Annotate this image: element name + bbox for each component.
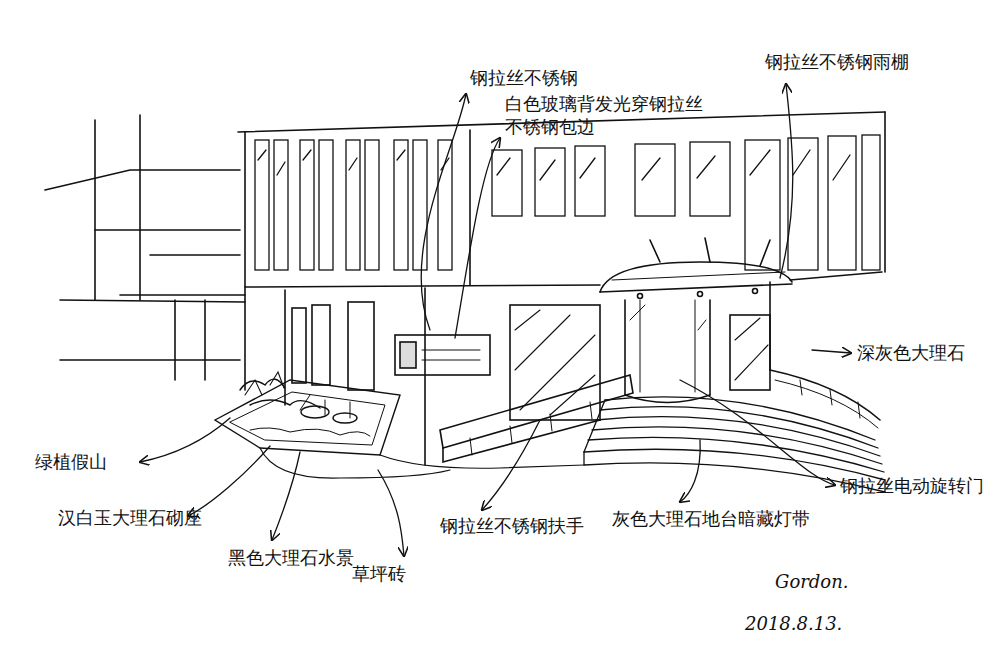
material-note: 钢拉丝不锈钢雨棚: [765, 50, 909, 73]
revolving-door: [625, 300, 710, 403]
material-note: 灰色大理石地台暗藏灯带: [612, 507, 810, 530]
handrails: [440, 370, 880, 462]
ground: [260, 448, 584, 478]
material-note: 绿植假山: [35, 450, 107, 473]
sign-panel: [395, 335, 490, 375]
upper-block: [238, 112, 885, 390]
material-note: 钢拉丝不锈钢扶手: [440, 514, 584, 537]
material-note: 汉白玉大理石砌座: [58, 506, 202, 529]
material-note: 钢拉丝电动旋转门: [840, 474, 984, 497]
water-feature: [215, 372, 400, 455]
material-note: 草坪砖: [352, 562, 406, 585]
signature: Gordon.: [775, 570, 849, 593]
material-note: 白色玻璃背发光穿钢拉丝 不锈钢包边: [505, 92, 705, 139]
neighbour-building: [45, 115, 245, 380]
leader-lines: [140, 84, 851, 556]
material-note: 黑色大理石水景: [228, 546, 354, 569]
date: 2018.8.13.: [745, 612, 842, 635]
canopy: [600, 238, 792, 299]
ground-floor: [285, 282, 770, 465]
material-note: 深灰色大理石: [857, 341, 965, 364]
steps: [584, 397, 885, 492]
material-note: 钢拉丝不锈钢: [470, 66, 578, 89]
